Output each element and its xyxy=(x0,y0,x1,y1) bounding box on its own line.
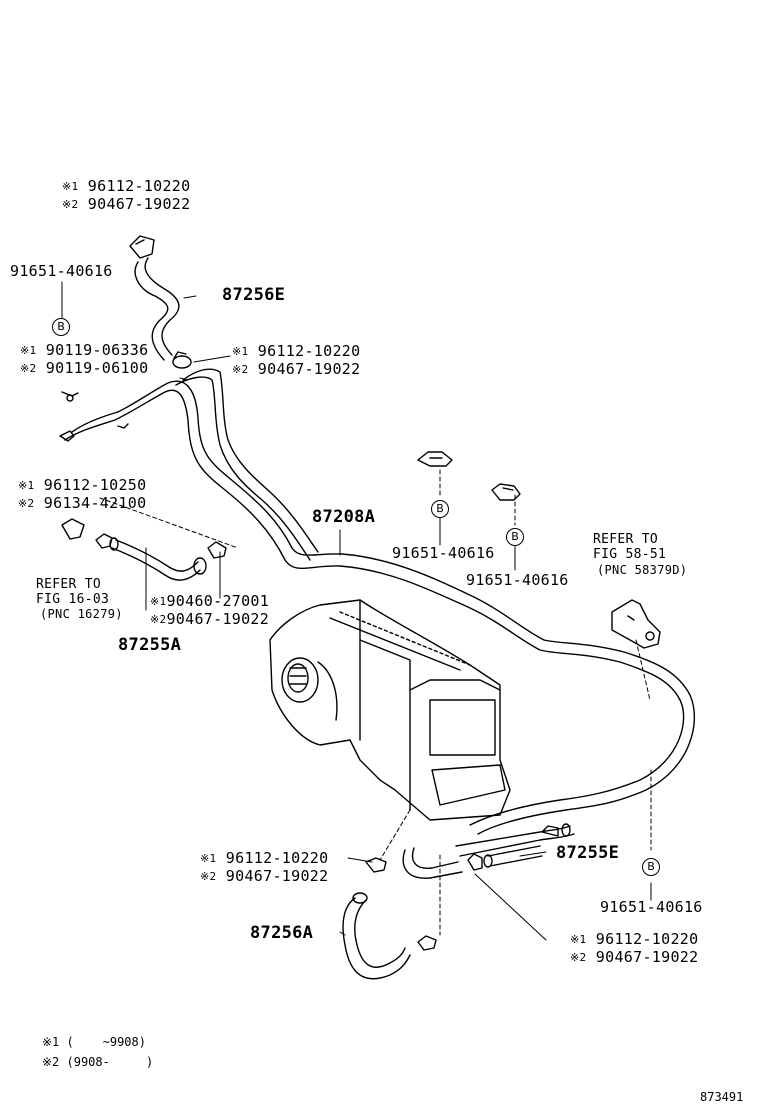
pipe-87208a-label: 87208A xyxy=(312,507,376,527)
fuel-tank xyxy=(269,599,511,821)
center-clip-2 xyxy=(491,483,521,501)
pipe-87208a xyxy=(64,368,696,835)
note-1: ※1 ( ~9908) xyxy=(42,1035,146,1049)
hose-87255a xyxy=(109,537,207,581)
bolt-label-2: ※2 90119-06100 xyxy=(20,359,149,377)
bolt-ref-circle-b: B xyxy=(642,858,660,876)
hose-clamp-label-2: ※290467-19022 xyxy=(150,610,270,628)
bolt-ref-circle-b: B xyxy=(52,318,70,336)
left-ref-line1: REFER TO xyxy=(36,577,102,592)
left-clamp-label-2: ※2 96134-42100 xyxy=(18,494,147,512)
top-clamp-label-1: ※1 96112-10220 xyxy=(62,177,191,195)
hose-clamp-label-1: ※190460-27001 xyxy=(150,592,270,610)
bolt-ref-circle-b: B xyxy=(506,528,524,546)
left-ref-line2: FIG 16-03 xyxy=(36,592,110,607)
pipe-lower xyxy=(402,847,463,879)
right-ref-line1: REFER TO xyxy=(593,532,659,547)
right-ref-line3: (PNC 58379D) xyxy=(597,563,688,577)
mid-clamp-label-2: ※2 90467-19022 xyxy=(232,360,361,378)
right-ref-line2: FIG 58-51 xyxy=(593,547,667,562)
left-ref-line3: (PNC 16279) xyxy=(40,607,123,621)
note-2: ※2 (9908- ) xyxy=(42,1055,154,1069)
center-bolt-label-1: 91651-40616 xyxy=(392,544,495,562)
top-clip xyxy=(129,235,155,259)
right-bracket xyxy=(611,599,661,649)
mid-clamp-label-1: ※1 96112-10220 xyxy=(232,342,361,360)
right-bolt-label: 91651-40616 xyxy=(600,898,703,916)
bolt-label-1: ※1 90119-06336 xyxy=(20,341,149,359)
hose-87256e xyxy=(134,257,180,361)
bolt-ref-circle-b: B xyxy=(431,500,449,518)
bottom-clamp-label-1: ※1 96112-10220 xyxy=(570,930,699,948)
lower-clamp-label-1: ※1 96112-10220 xyxy=(200,849,329,867)
hose-87255e-label: 87255E xyxy=(556,843,620,863)
lower-clamps xyxy=(365,853,483,951)
top-clamp-label-2: ※2 90467-19022 xyxy=(62,195,191,213)
mid-clip xyxy=(172,351,192,369)
bottom-clamp-label-2: ※2 90467-19022 xyxy=(570,948,699,966)
hose-87256a xyxy=(342,892,411,980)
hose-87255e xyxy=(455,823,575,868)
hose-87255a-label: 87255A xyxy=(118,635,182,655)
hose-87256a-label: 87256A xyxy=(250,923,314,943)
center-clip-1 xyxy=(417,451,453,467)
left-clamp-label-1: ※1 96112-10250 xyxy=(18,476,147,494)
center-bolt-label-2: 91651-40616 xyxy=(466,571,569,589)
diagram-id: 873491 xyxy=(700,1090,744,1104)
left-bolt-bracket xyxy=(59,391,129,442)
hose-87256e-label: 87256E xyxy=(222,285,286,305)
lower-clamp-label-2: ※2 90467-19022 xyxy=(200,867,329,885)
left-bolt-top-label: 91651-40616 xyxy=(10,262,113,280)
left-clamps xyxy=(61,518,227,559)
